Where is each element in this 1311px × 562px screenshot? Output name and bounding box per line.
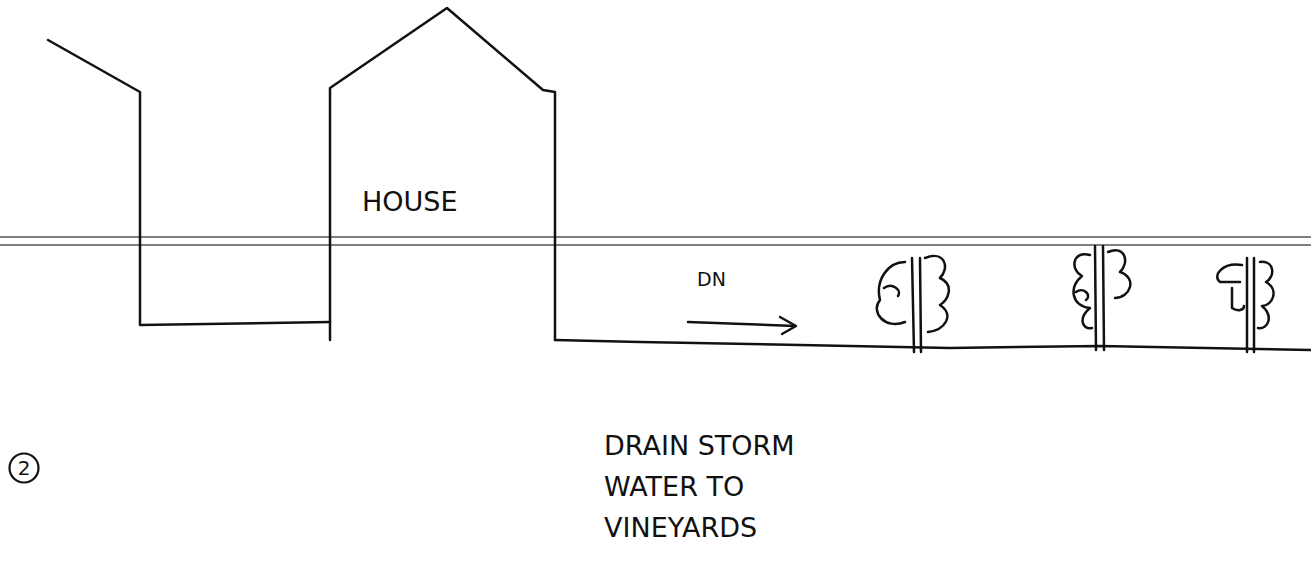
vine-foliage: [1217, 262, 1273, 328]
left-building: [48, 40, 330, 325]
note-text: DRAIN STORM WATER TO VINEYARDS: [604, 425, 819, 548]
house-outline: HOUSE: [330, 8, 555, 340]
grade-line: [0, 236, 1311, 238]
vine-stake: [1247, 258, 1254, 352]
callout-number: 2: [18, 456, 31, 480]
vine-foliage: [1074, 250, 1131, 328]
slope-arrow: [688, 322, 795, 326]
vine-stake: [912, 258, 921, 352]
ground-line: [555, 340, 1311, 350]
slope-arrowhead: [780, 317, 796, 334]
vine-stake: [1095, 246, 1104, 350]
callout-circle: [10, 454, 39, 483]
building-label: HOUSE: [362, 186, 458, 217]
slope-label: DN: [697, 268, 726, 290]
vine-foliage: [877, 256, 949, 332]
house-outline: [330, 8, 555, 340]
grade-line: [0, 244, 1311, 246]
house-outline: [330, 8, 555, 340]
callout-circle: 2: [8, 452, 40, 484]
